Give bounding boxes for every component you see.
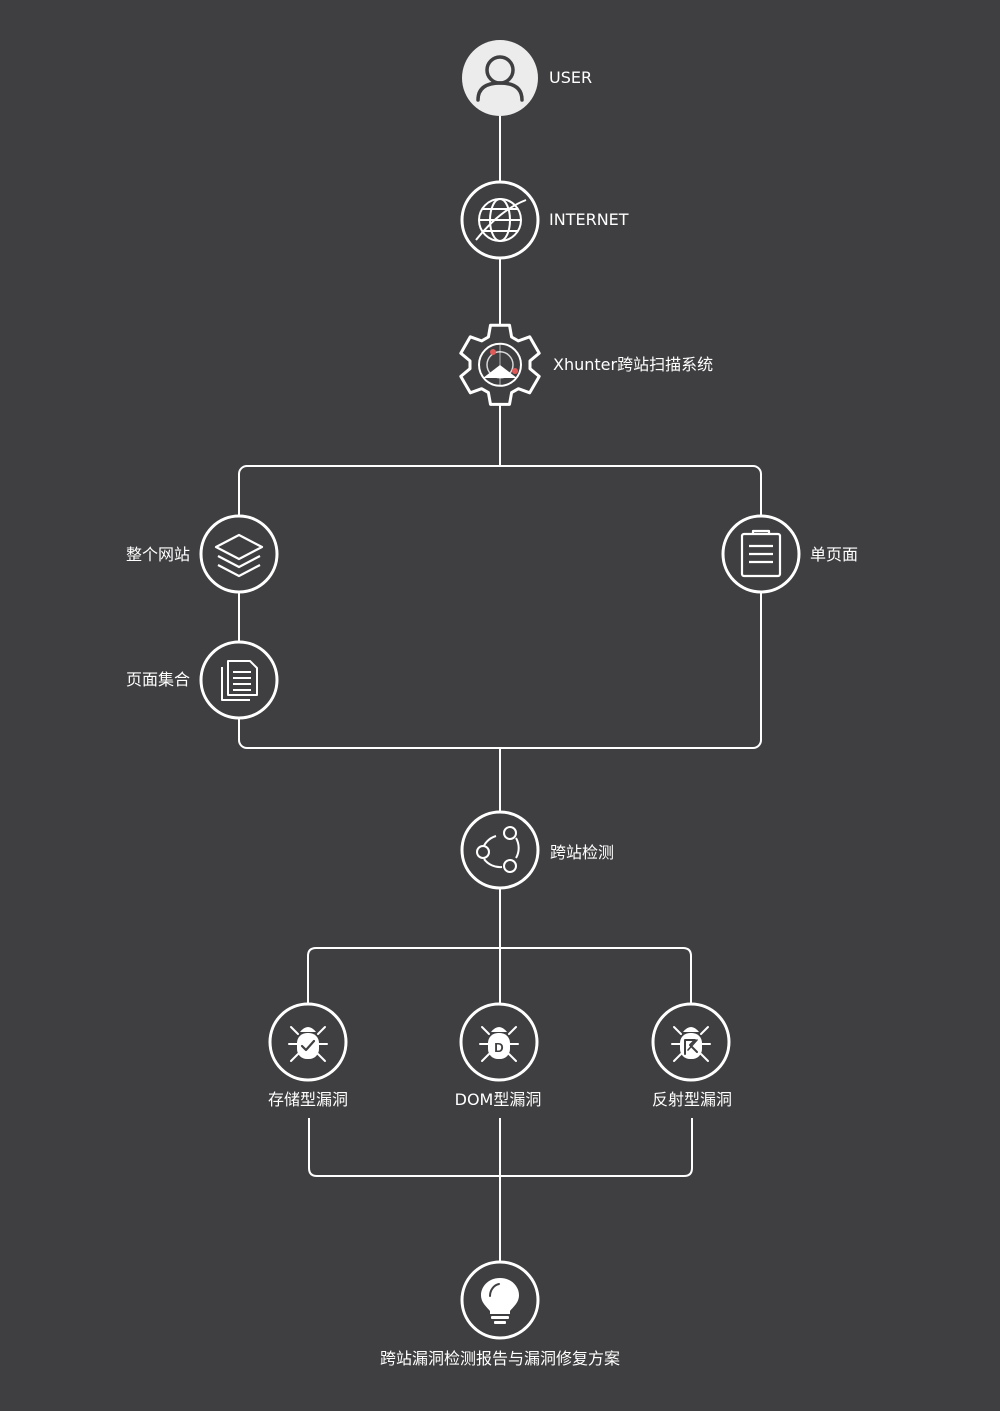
- connectors: [238, 116, 762, 1262]
- user-label: USER: [549, 68, 593, 87]
- share-icon: [476, 826, 520, 873]
- user-node: [462, 40, 538, 116]
- whole-site-label: 整个网站: [125, 545, 190, 564]
- dom-vuln-label: DOM型漏洞: [454, 1090, 542, 1109]
- internet-node: [460, 180, 540, 260]
- bug-d-icon: D: [479, 1026, 519, 1062]
- page-set-label: 页面集合: [125, 670, 190, 689]
- stored-vuln-node: [268, 1002, 348, 1082]
- reflected-vuln-label: 反射型漏洞: [651, 1090, 733, 1109]
- reflected-vuln-node: [651, 1002, 731, 1082]
- gear-radar-icon: [459, 323, 541, 406]
- single-page-node: [721, 514, 801, 594]
- branch-box-top: [238, 465, 762, 749]
- svg-text:D: D: [494, 1040, 503, 1055]
- clipboard-icon: [740, 529, 782, 578]
- xss-detect-label: 跨站检测: [550, 843, 615, 862]
- layers-icon: [214, 533, 264, 578]
- page-set-node: [199, 640, 279, 720]
- documents-icon: [221, 660, 258, 701]
- user-icon: [476, 55, 524, 102]
- internet-label: INTERNET: [549, 210, 629, 229]
- scanner-label: Xhunter跨站扫描系统: [553, 355, 714, 374]
- report-label: 跨站漏洞检测报告与漏洞修复方案: [379, 1349, 621, 1368]
- report-node: [460, 1260, 540, 1340]
- bug-flag-icon: [671, 1026, 711, 1062]
- split-bracket: [307, 947, 692, 1004]
- lightbulb-icon: [481, 1278, 519, 1324]
- single-page-label: 单页面: [810, 545, 859, 564]
- xss-detect-node: [460, 810, 540, 890]
- scanner-node: [459, 323, 541, 406]
- stored-vuln-label: 存储型漏洞: [267, 1090, 349, 1109]
- dom-vuln-node: D: [459, 1002, 539, 1082]
- whole-site-node: [199, 514, 279, 594]
- bug-check-icon: [288, 1026, 328, 1062]
- globe-icon: [475, 198, 527, 242]
